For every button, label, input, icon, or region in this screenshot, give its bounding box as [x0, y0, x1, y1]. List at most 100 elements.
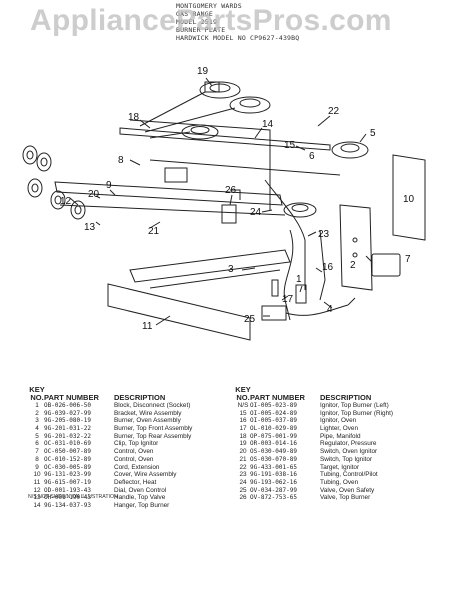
header-line-1: MONTGOMERY WARDS: [176, 2, 242, 10]
part-description: Ignitor, Top Burner (Left): [320, 402, 389, 409]
callout-numbers: 19 18 14 22 5 15 6 8 26 9 20 12 13 21 24…: [60, 66, 415, 332]
callout-20: 20: [88, 189, 100, 200]
callout-9: 9: [106, 180, 112, 191]
watermark-logo: AppliancePartsPros.com: [30, 4, 392, 37]
part-description: Ignitor, Top Burner (Right): [320, 409, 394, 417]
top-burner-rear-right: [229, 96, 271, 114]
part-description: Ignitor, Oven: [320, 417, 357, 425]
part-number: OC-030-005-89: [44, 463, 91, 471]
key-number: 13: [33, 494, 41, 502]
callout-11: 11: [142, 321, 153, 332]
part-number: 9G-615-007-19: [44, 478, 91, 486]
part-number: OV-034-287-99: [250, 486, 297, 494]
control-tubing: [264, 179, 306, 290]
part-description: Control, Oven: [114, 455, 154, 463]
part-number: OL-010-029-89: [250, 425, 297, 433]
part-number: 9G-433-001-65: [250, 463, 297, 471]
part-number: OI-005-024-89: [250, 409, 297, 417]
part-number: 9G-193-062-16: [250, 478, 297, 486]
callout-17: 17: [282, 294, 294, 305]
part-description: Clip, Top Ignitor: [114, 440, 159, 448]
not-shown-note: N/S NOT SHOWN ON ILLUSTRATION: [28, 494, 118, 500]
header-line-4: BURNER PLATE: [176, 26, 226, 34]
key-number: N/S: [237, 402, 249, 409]
wire-cover: [392, 154, 426, 241]
pressure-regulator: [204, 81, 220, 93]
part-number: 9G-039-027-99: [44, 409, 91, 417]
top-burner-rear-left: [199, 81, 241, 99]
part-description: Switch, Oven Ignitor: [320, 448, 378, 456]
callout-19: 19: [197, 66, 209, 77]
top-burner-front-left: [181, 124, 219, 140]
callout-2: 2: [350, 260, 356, 271]
key-header-line-1: KEY: [29, 385, 45, 394]
part-number: OB-026-006-50: [44, 402, 91, 409]
callout-6: 6: [309, 151, 315, 162]
header-line-5: HARDWICK MODEL NO CP9627-439BQ: [176, 34, 300, 42]
callout-5: 5: [370, 128, 376, 139]
part-description: Bracket, Wire Assembly: [114, 409, 182, 417]
part-description: Control, Oven: [114, 448, 154, 456]
part-number: 9G-131-023-99: [44, 471, 91, 479]
top-burner-valve: [221, 204, 237, 224]
callout-21: 21: [148, 226, 160, 237]
wire-bracket: [339, 204, 373, 291]
oven-control: [371, 253, 401, 277]
part-number: 9G-201-031-22: [44, 425, 91, 433]
part-description: Dial, Oven Control: [114, 486, 167, 494]
key-number: 26: [239, 494, 247, 502]
callout-4: 4: [327, 304, 333, 315]
part-number: OC-031-010-69: [44, 440, 91, 448]
part-description: Regulator, Pressure: [320, 440, 377, 448]
description-header: DESCRIPTION: [320, 393, 372, 402]
key-number: 11: [33, 478, 41, 486]
exploded-view-drawing: 19 18 14 22 5 15 6 8 26 9 20 12 13 21 24…: [22, 66, 426, 341]
key-number: 12: [33, 486, 41, 494]
part-description: Handle, Top Valve: [114, 494, 166, 502]
valve-knobs: [22, 145, 86, 220]
part-description: Burner, Top Front Assembly: [114, 425, 193, 433]
part-number: OD-001-193-43: [44, 486, 91, 494]
part-number: OI-005-037-89: [250, 417, 297, 425]
key-number: 22: [239, 463, 247, 471]
key-number: 7: [35, 448, 39, 456]
oven-ignitor: [295, 284, 307, 304]
table-row: 7 OC-050-007-89 Control, Oven: [26, 448, 236, 456]
key-number: 1: [35, 402, 39, 409]
part-number: OS-030-049-89: [250, 448, 297, 456]
callout-15: 15: [284, 140, 296, 151]
header-line-3: MODEL 2519: [176, 18, 218, 26]
part-number-header: PART NUMBER: [44, 393, 99, 402]
part-number: OC-050-007-89: [44, 448, 91, 456]
callout-14: 14: [262, 119, 274, 130]
oven-control-body: [164, 167, 188, 183]
callout-7: 7: [405, 254, 411, 265]
key-number: 17: [239, 425, 247, 433]
key-number: 15: [239, 409, 247, 417]
part-number-header: PART NUMBER: [250, 393, 305, 402]
key-header-line-1: KEY: [235, 385, 251, 394]
burner-hanger: [119, 127, 331, 151]
key-number: 3: [35, 417, 39, 425]
part-number: 9G-191-038-16: [250, 471, 297, 479]
part-description: Cover, Wire Assembly: [114, 471, 177, 479]
